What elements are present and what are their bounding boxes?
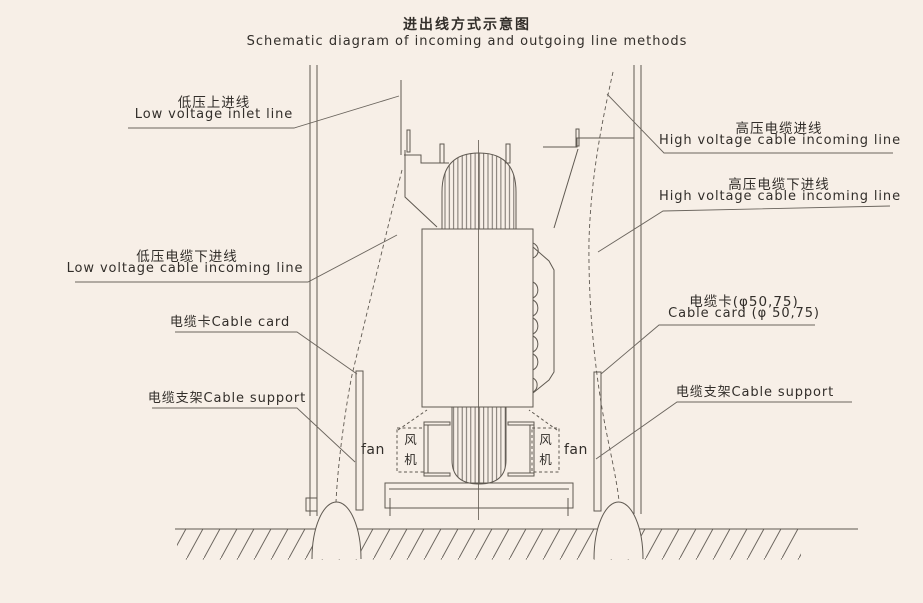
transformer-tank [421, 228, 534, 408]
label-lv-inlet-en: Low voltage inlet line [134, 107, 294, 122]
cable-support-post-right [593, 371, 602, 512]
label-cable-support-left: 电缆支架Cable support [147, 391, 307, 406]
label-lv-inlet-cn: 低压上进线 [177, 95, 251, 111]
page-title-en: Schematic diagram of incoming and outgoi… [246, 34, 688, 49]
label-hv-top-cn: 高压电缆进线 [735, 121, 823, 137]
page-title-cn: 进出线方式示意图 [403, 17, 531, 33]
fan-box-char: 机 [539, 452, 552, 467]
ground [175, 528, 858, 560]
label-fan-right: fan [564, 442, 588, 458]
fan-dashed-boxes [396, 409, 560, 473]
left-brace [404, 150, 438, 228]
fan-box-right-text: 风 机 [532, 428, 559, 472]
leader-cable-support-right [595, 401, 852, 460]
leader-lv-inlet [128, 95, 400, 129]
label-hv-bottom-cn: 高压电缆下进线 [728, 177, 830, 193]
cable-routes [335, 71, 620, 503]
cable-support-post-left [355, 370, 364, 511]
terminal-pin [575, 128, 580, 147]
leader-cable-support-left [152, 407, 356, 463]
label-cable-support-right: 电缆支架Cable support [675, 385, 835, 400]
label-lv-cable-cn: 低压电缆下进线 [136, 249, 238, 265]
terminal-pin [439, 143, 445, 164]
label-hv-bottom-en: High voltage cable incoming line [659, 189, 901, 204]
label-cable-card-right-cn: 电缆卡(φ50,75) [689, 294, 799, 310]
left-shelf [404, 154, 449, 164]
lv-cable-route [335, 169, 403, 503]
fan-box-char: 风 [539, 432, 552, 447]
cable-bundle-bottom [451, 406, 507, 485]
leader-lv-cable [75, 234, 398, 283]
cable-duct-arch-left [311, 501, 362, 560]
cable-duct-arch-right [593, 501, 644, 560]
leader-cable-card-left [175, 331, 358, 375]
hv-cable-route [588, 71, 620, 502]
fan-bracket-right [507, 421, 535, 477]
top-assembly [400, 80, 634, 229]
fan-box-left-text: 风 机 [397, 428, 424, 472]
leader-cable-card-right [600, 324, 815, 375]
label-fan-left: fan [361, 442, 385, 458]
label-hv-top-en: High voltage cable incoming line [659, 133, 901, 148]
fan-box-char: 风 [404, 432, 417, 447]
left-wall [305, 65, 318, 516]
right-brace [553, 148, 579, 229]
left-wall-foot [305, 497, 318, 512]
hv-terminal-bulge [532, 242, 555, 394]
terminal-pin [406, 129, 411, 153]
leader-hv-top [606, 93, 893, 154]
leader-lines [75, 93, 893, 463]
fan-bracket-left [423, 421, 451, 477]
ground-hatch [177, 529, 801, 560]
base-platform [384, 482, 574, 516]
cable-bundle-top [441, 152, 517, 230]
fan-box-left [396, 427, 425, 473]
right-wall [633, 65, 642, 514]
fan-box-char: 机 [404, 452, 417, 467]
right-shelf [543, 137, 634, 148]
label-cable-card-left: 电缆卡Cable card [169, 315, 291, 330]
leader-hv-bottom [597, 205, 891, 253]
label-lv-cable-en: Low voltage cable incoming line [66, 261, 304, 276]
fan-box-right [531, 427, 560, 473]
label-cable-card-right-en: Cable card (φ 50,75) [668, 306, 820, 321]
terminal-pin [505, 143, 511, 164]
